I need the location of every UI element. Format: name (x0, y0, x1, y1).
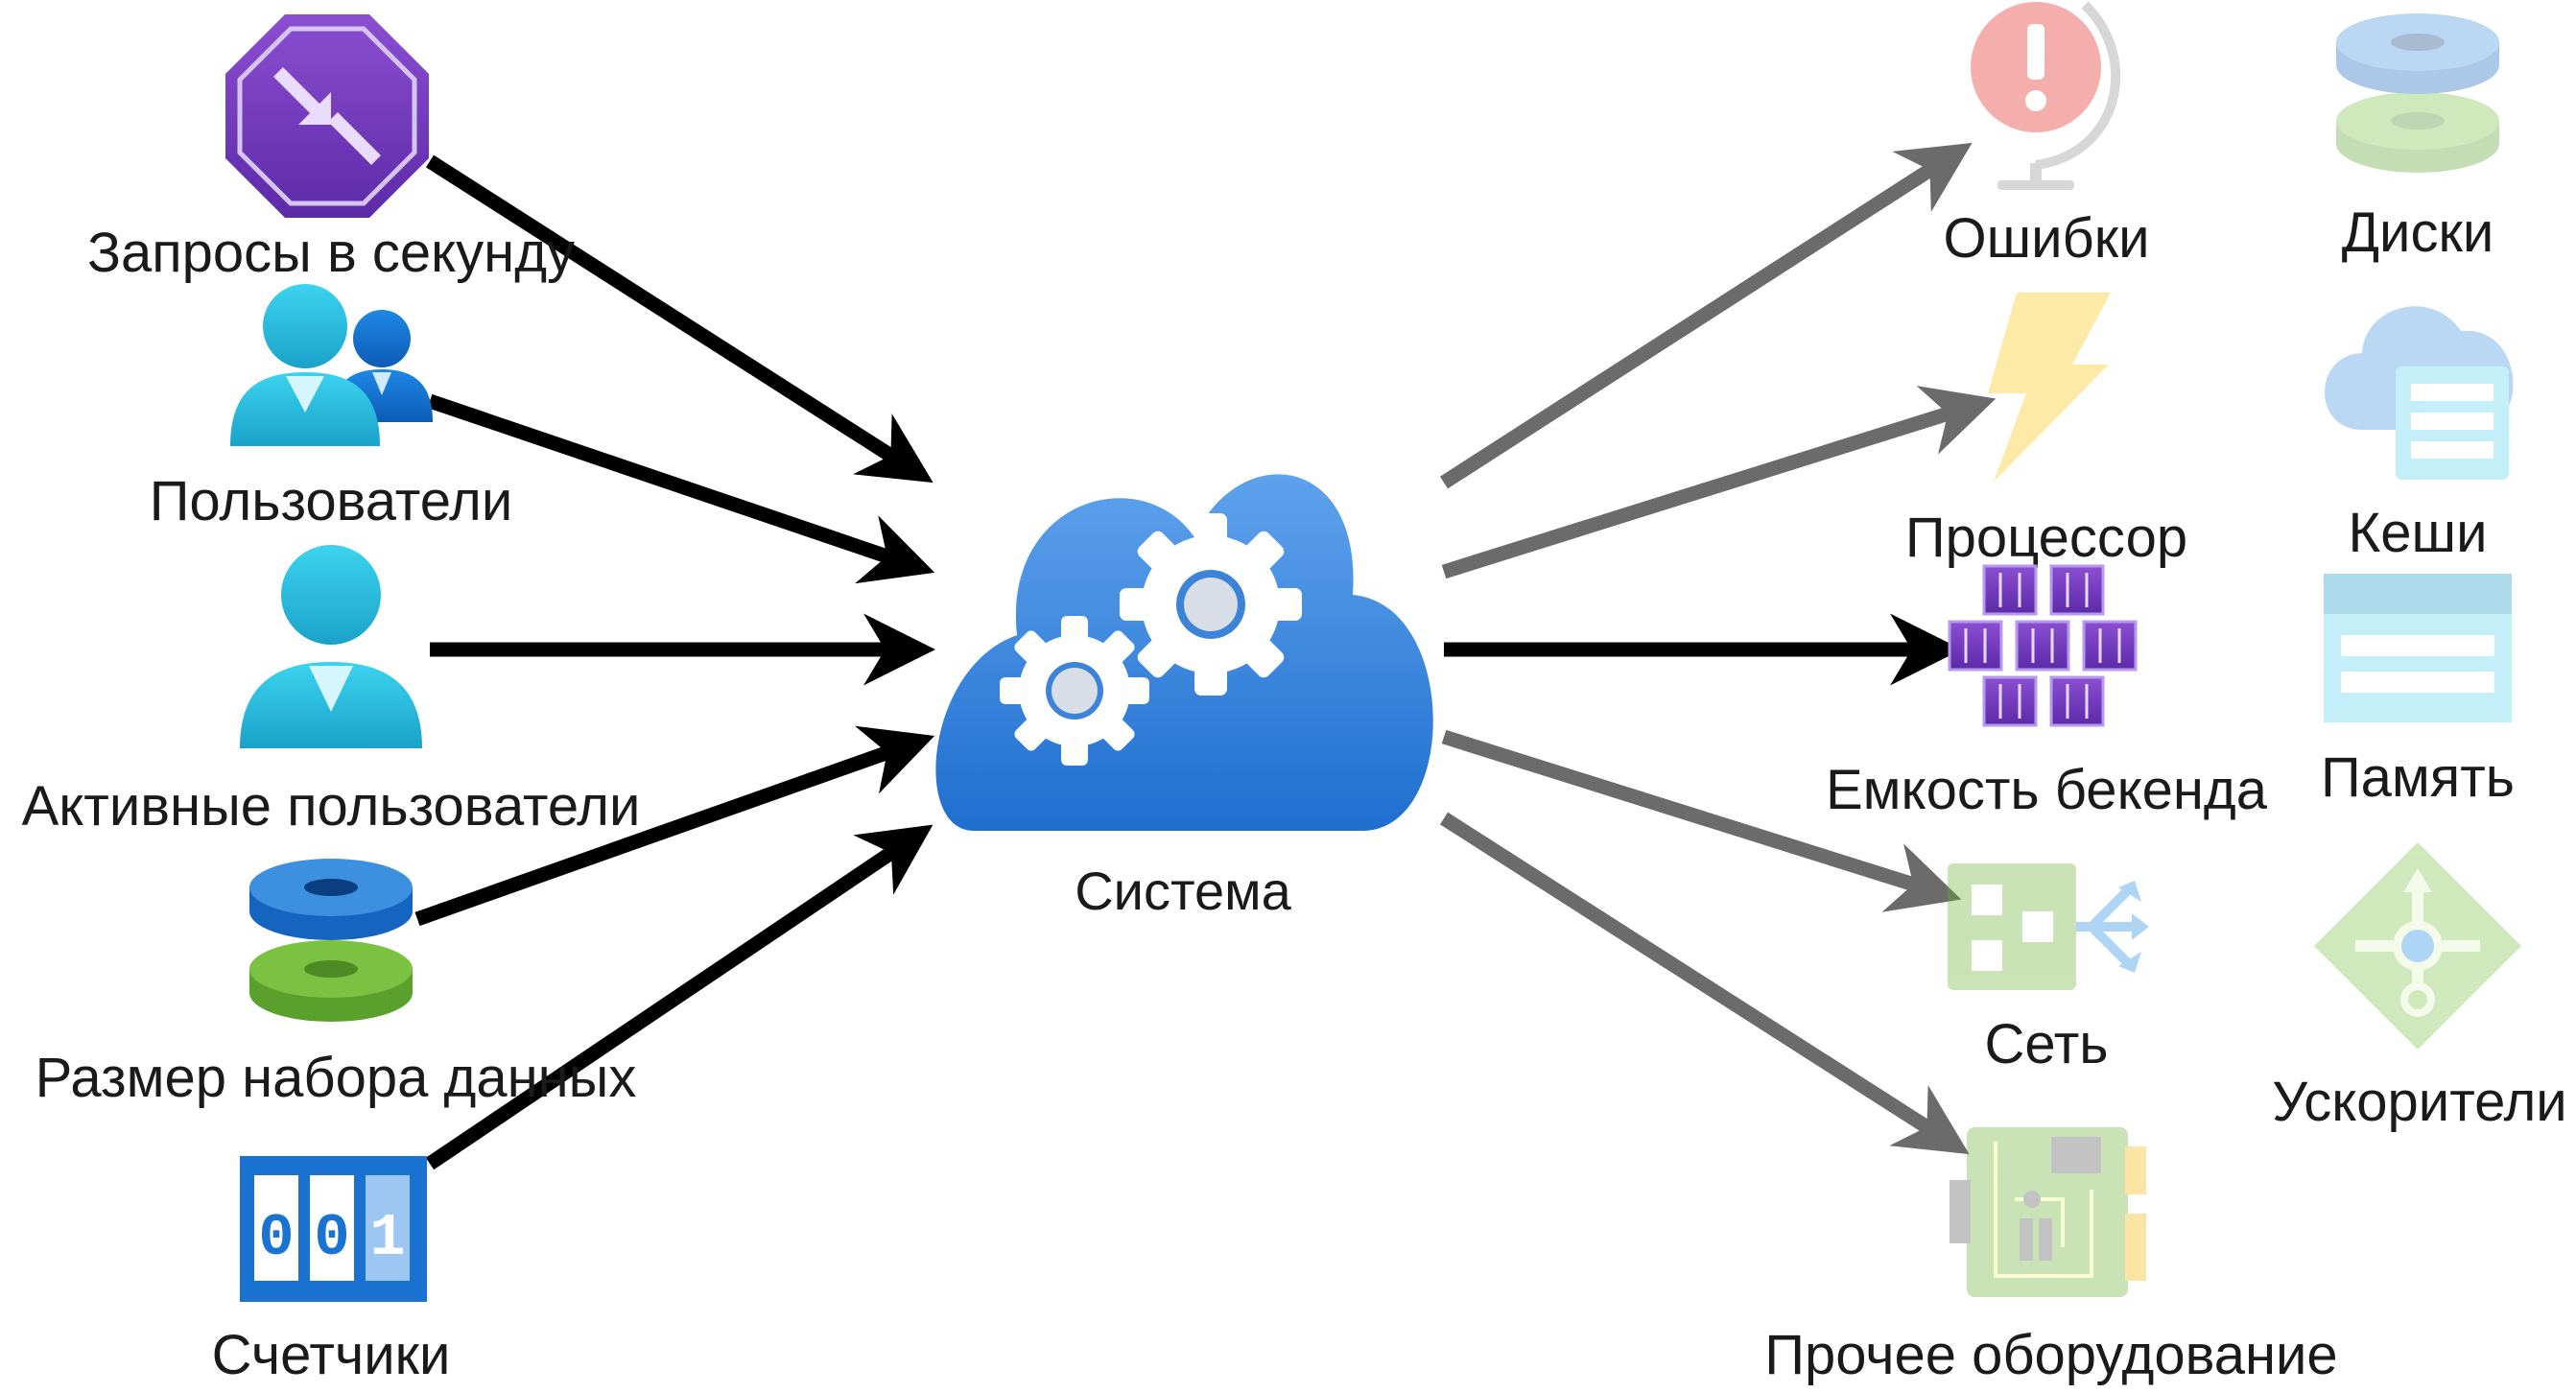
output-network: Сеть (1948, 863, 2149, 1075)
output-label-backend-capacity: Емкость бекенда (1826, 759, 2268, 821)
input-label-counters: Счетчики (212, 1324, 451, 1386)
arrow-dataset-to-system (414, 725, 935, 927)
input-label-rps: Запросы в секунду (87, 222, 575, 284)
input-label-users: Пользователи (150, 470, 513, 532)
output-label-accelerators: Ускорители (2272, 1071, 2566, 1133)
output-label-cpu: Процессор (1905, 507, 2187, 569)
svg-text:0: 0 (258, 1204, 294, 1272)
input-users: Пользователи (150, 284, 513, 532)
output-label-disks: Диски (2342, 201, 2493, 264)
users-icon (230, 284, 433, 446)
output-label-network: Сеть (1985, 1013, 2109, 1075)
input-arrows (414, 154, 935, 1170)
svg-text:0: 0 (314, 1204, 349, 1272)
circuit-board-icon (1950, 1127, 2146, 1297)
output-errors: Ошибки (1943, 1, 2150, 270)
cloud-cache-icon (2325, 306, 2514, 480)
output-arrows (1439, 142, 1997, 1155)
output-other-hardware: Прочее оборудование (1764, 1127, 2338, 1386)
input-active-users: Активные пользователи (22, 545, 641, 838)
output-caches: Кеши (2325, 306, 2514, 564)
user-icon (240, 545, 422, 748)
memory-icon (2324, 574, 2512, 722)
disks-icon (2336, 13, 2499, 173)
network-switch-icon (1948, 863, 2149, 990)
rate-limit-icon (225, 14, 429, 218)
svg-text:1: 1 (369, 1204, 405, 1272)
counter-001-icon: 0 0 1 (240, 1156, 427, 1302)
arrow-users-to-system (427, 393, 935, 584)
output-memory: Память (2321, 574, 2515, 809)
output-backend-capacity: Емкость бекенда (1826, 564, 2268, 821)
output-accelerators: Ускорители (2272, 842, 2567, 1133)
arrow-system-to-hardware (1439, 812, 1970, 1155)
input-label-active-users: Активные пользователи (22, 775, 641, 838)
input-dataset-size: Размер набора данных (35, 859, 637, 1109)
arrow-rps-to-system (425, 154, 934, 484)
system-node: Система (935, 474, 1433, 921)
arrow-system-to-cpu (1441, 386, 1997, 579)
output-label-other-hardware: Прочее оборудование (1764, 1324, 2337, 1386)
output-cpu: Процессор (1905, 293, 2187, 569)
dataset-disks-icon (249, 859, 413, 1022)
error-globe-icon (1971, 1, 2120, 190)
output-label-caches: Кеши (2349, 502, 2488, 564)
input-requests-per-second: Запросы в секунду (87, 14, 575, 284)
cloud-gears-icon (935, 474, 1433, 831)
arrow-counters-to-system (425, 824, 934, 1170)
output-disks: Диски (2336, 13, 2499, 264)
output-label-memory: Память (2321, 746, 2515, 809)
accelerator-icon (2314, 842, 2521, 1050)
input-label-dataset-size: Размер набора данных (35, 1047, 637, 1109)
arrow-system-to-network (1441, 729, 1962, 912)
output-label-errors: Ошибки (1943, 207, 2149, 270)
lightning-icon (1988, 293, 2111, 482)
arrow-system-to-errors (1439, 142, 1973, 489)
input-counters: 0 0 1 Счетчики (212, 1156, 451, 1386)
system-label: Система (1075, 861, 1291, 921)
containers-icon (1948, 564, 2138, 727)
